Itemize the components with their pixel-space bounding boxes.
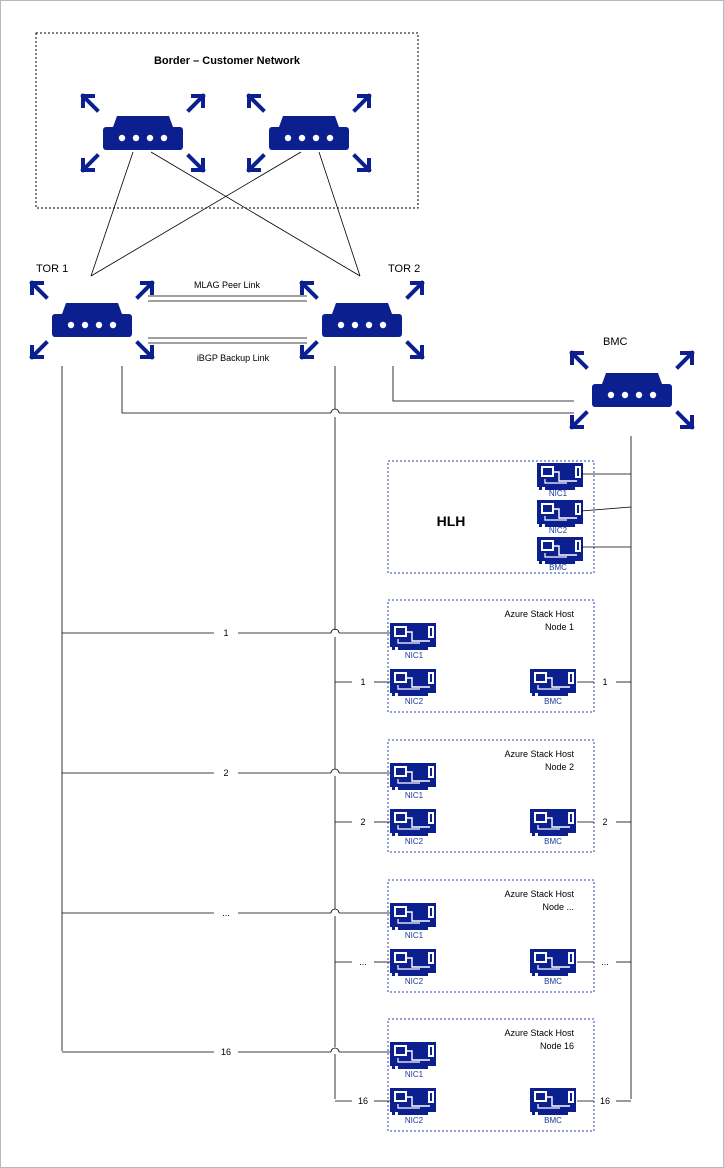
host-node-title: Azure Stack Host	[504, 609, 574, 619]
border-network-box	[35, 32, 419, 209]
tor2-link-label: 2	[360, 817, 365, 827]
ibgp-link-label: iBGP Backup Link	[197, 353, 270, 363]
bmc-nic-icon	[529, 668, 577, 697]
bmc-nic-icon	[529, 1087, 577, 1116]
tor2-switch-icon	[300, 281, 424, 359]
bmc-link-label: 2	[602, 817, 607, 827]
nic2-label: NIC2	[405, 697, 424, 706]
tor1-link-label: 16	[221, 1047, 231, 1057]
tor1-label: TOR 1	[36, 263, 68, 275]
host-node-title: Azure Stack Host	[504, 889, 574, 899]
hlh-bmc-icon	[536, 536, 584, 565]
bmc-nic-icon	[529, 808, 577, 837]
host-node-title: Azure Stack Host	[504, 1028, 574, 1038]
bmc-switch-icon	[570, 351, 694, 429]
bmc-nic-icon	[529, 948, 577, 977]
nic1-icon	[389, 902, 437, 931]
tor1-link-label: ...	[222, 908, 230, 918]
host-node-box	[387, 599, 595, 713]
nic2-icon	[389, 668, 437, 697]
host-node-box	[387, 739, 595, 853]
host-node-title: Azure Stack Host	[504, 749, 574, 759]
nic1-label: NIC1	[405, 931, 424, 940]
nic2-icon	[389, 1087, 437, 1116]
bmc-nic-label: BMC	[544, 977, 562, 986]
host-node-subtitle: Node 16	[540, 1041, 574, 1051]
border-title: Border – Customer Network	[154, 55, 301, 67]
bmc-link-label: ...	[601, 957, 609, 967]
tor1-link-label: 2	[223, 768, 228, 778]
bmc-switch-label: BMC	[603, 336, 628, 348]
nic2-label: NIC2	[405, 837, 424, 846]
bmc-link-label: 1	[602, 677, 607, 687]
node-links	[62, 628, 631, 683]
hlh-nic2-icon	[536, 499, 584, 528]
hlh-title: HLH	[437, 513, 466, 529]
node-links	[62, 768, 631, 823]
trunk-lines	[61, 366, 632, 1099]
node-links	[62, 908, 631, 963]
nic1-icon	[389, 762, 437, 791]
tor2-label: TOR 2	[388, 263, 420, 275]
host-node-box	[387, 879, 595, 993]
nic2-icon	[389, 808, 437, 837]
border-switch-2-icon	[247, 94, 371, 172]
tor2-link-label: 16	[358, 1096, 368, 1106]
tor2-link-label: ...	[359, 957, 367, 967]
tor1-switch-icon	[30, 281, 154, 359]
hlh-nic2-label: NIC2	[549, 526, 568, 535]
bmc-link-label: 16	[600, 1096, 610, 1106]
tor2-link-label: 1	[360, 677, 365, 687]
hlh-nic1-label: NIC1	[549, 489, 568, 498]
nic2-icon	[389, 948, 437, 977]
nic1-label: NIC1	[405, 1070, 424, 1079]
mlag-link-label: MLAG Peer Link	[194, 280, 261, 290]
uplink-lines	[90, 151, 361, 277]
border-switch-1-icon	[81, 94, 205, 172]
nic2-label: NIC2	[405, 1116, 424, 1125]
host-node-subtitle: Node ...	[542, 902, 574, 912]
host-node-subtitle: Node 1	[545, 622, 574, 632]
bmc-uplink-lines	[121, 366, 574, 414]
nic1-label: NIC1	[405, 651, 424, 660]
hlh-nic1-icon	[536, 462, 584, 491]
host-node-subtitle: Node 2	[545, 762, 574, 772]
hlh-bmc-label: BMC	[549, 563, 567, 572]
tor1-link-label: 1	[223, 628, 228, 638]
bmc-nic-label: BMC	[544, 697, 562, 706]
node-links	[62, 1047, 631, 1102]
hlh-box	[387, 460, 595, 574]
nic2-label: NIC2	[405, 977, 424, 986]
bmc-nic-label: BMC	[544, 837, 562, 846]
host-node-box	[387, 1018, 595, 1132]
hlh-links	[580, 473, 632, 548]
nic1-icon	[389, 1041, 437, 1070]
bmc-nic-label: BMC	[544, 1116, 562, 1125]
nic1-label: NIC1	[405, 791, 424, 800]
nic1-icon	[389, 622, 437, 651]
